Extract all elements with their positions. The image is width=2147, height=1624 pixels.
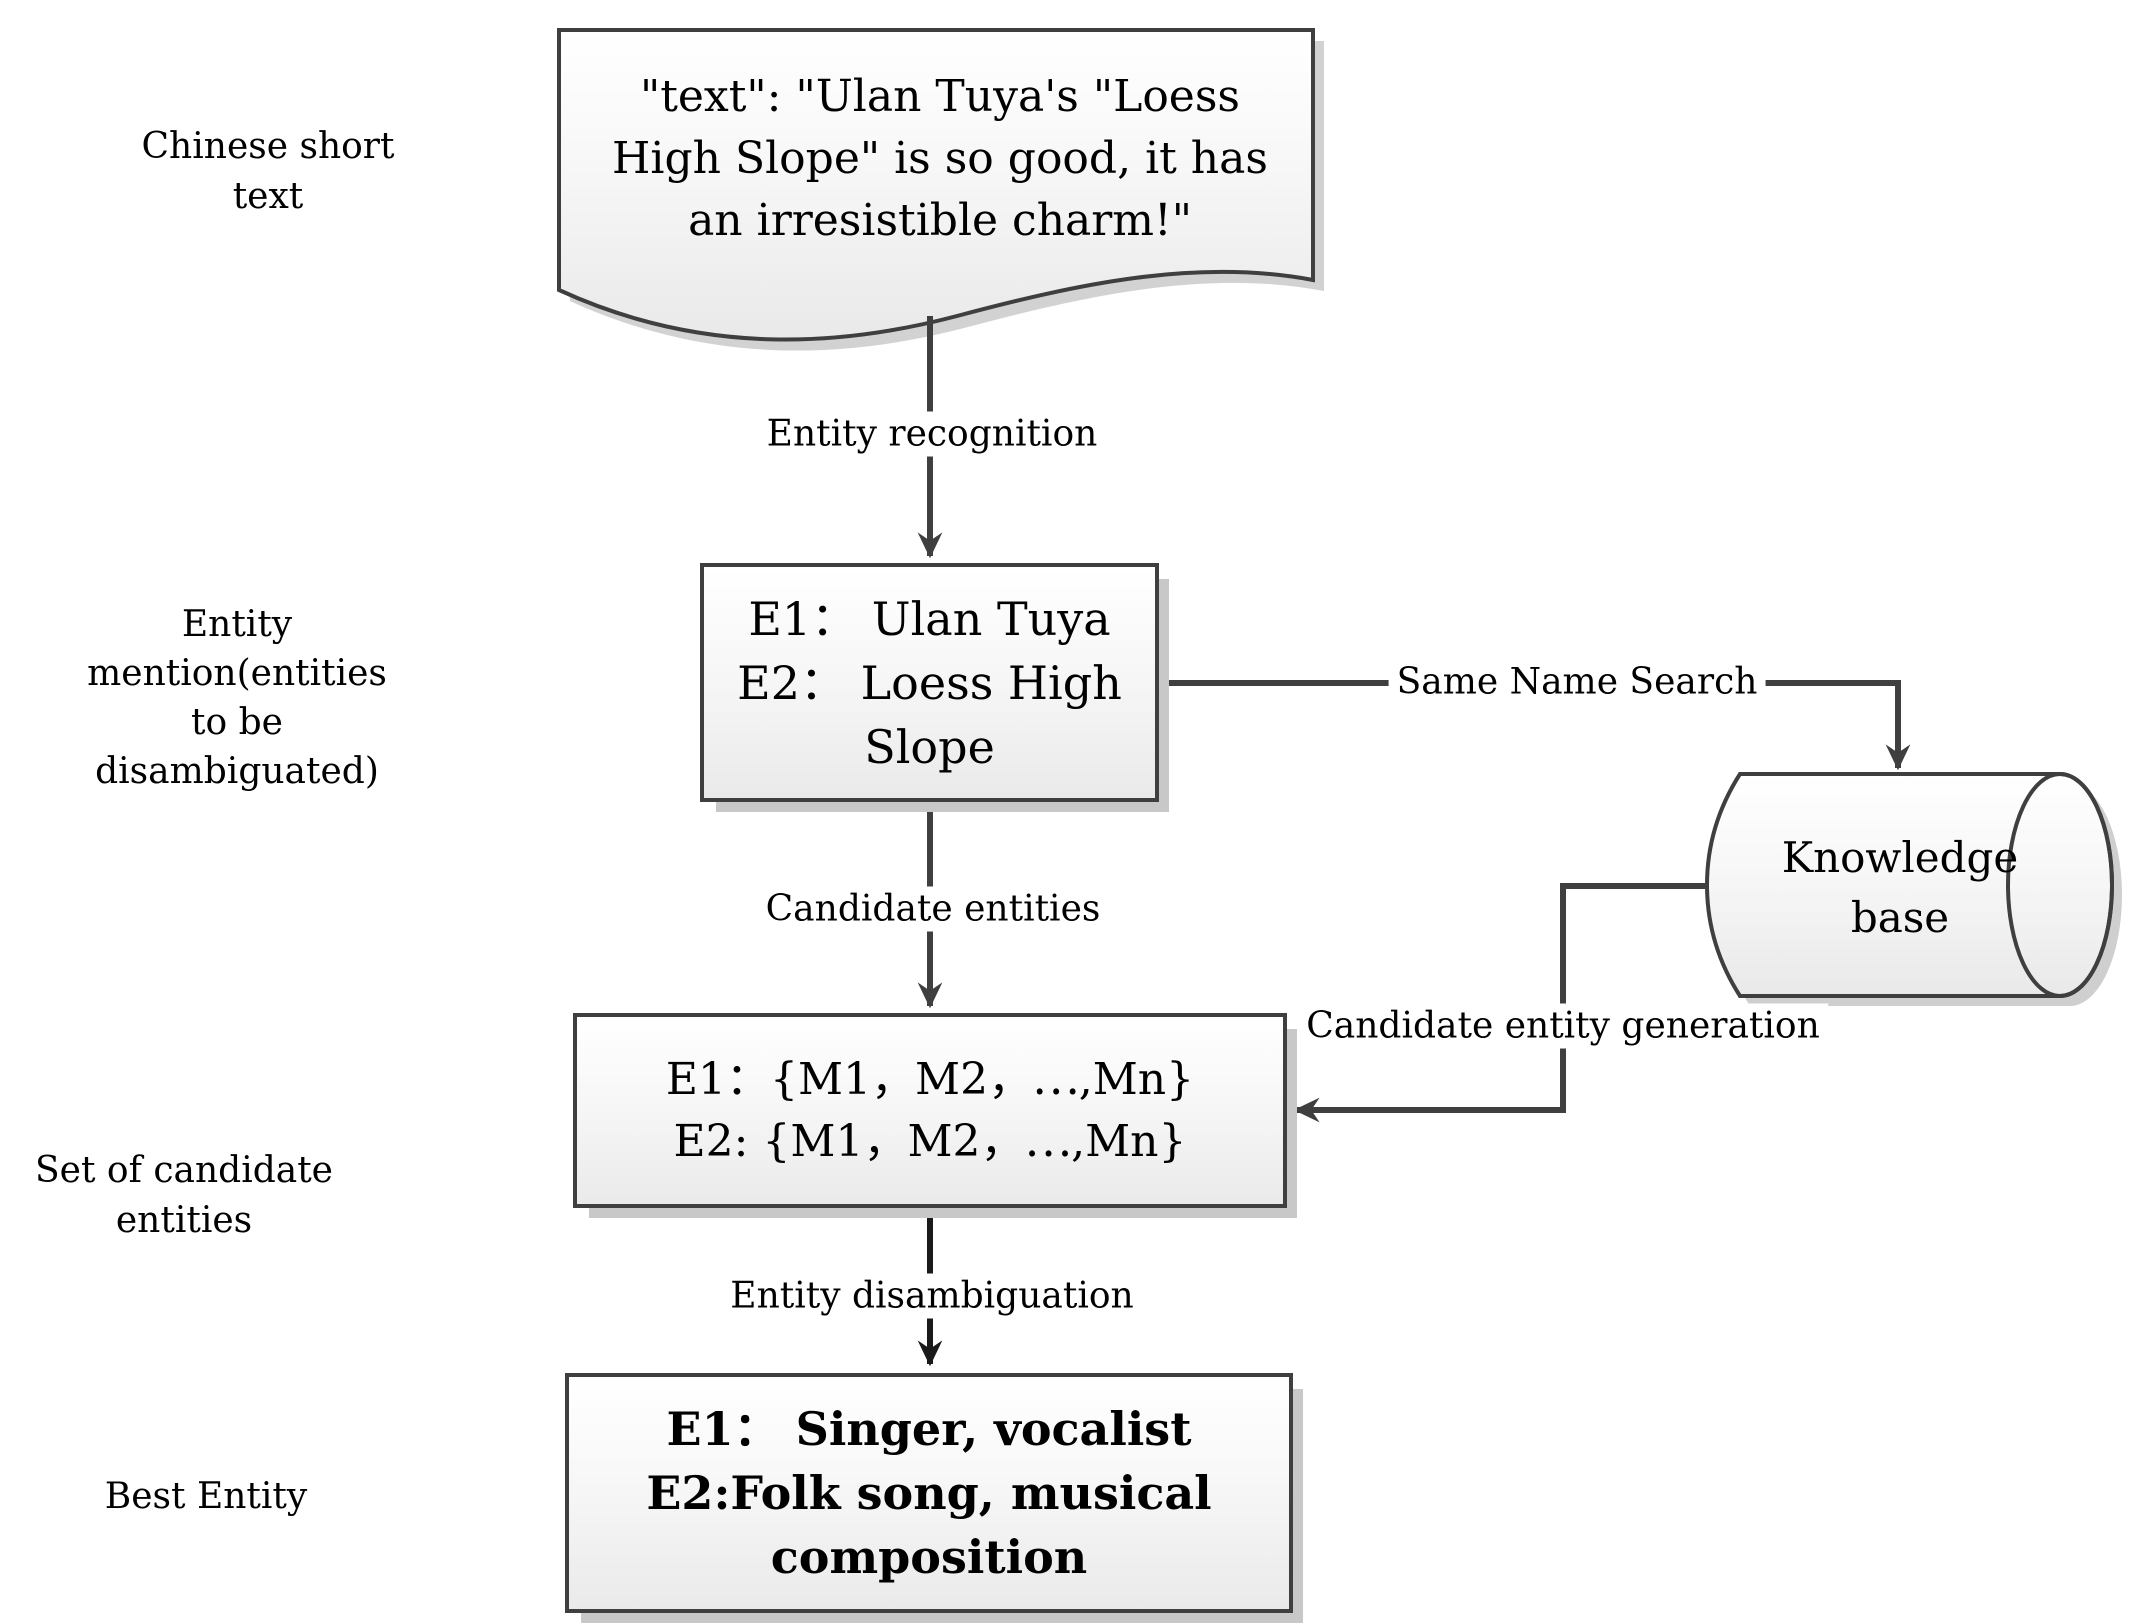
candidate-entities-box: E1：{M1，M2，⋯,Mn}E2: {M1，M2，⋯,Mn} — [573, 1013, 1287, 1208]
edge-label-entity-recognition: Entity recognition — [758, 411, 1106, 457]
knowledge-base-shape — [1704, 772, 2122, 1006]
edge-candidate-entity-generation — [1293, 883, 1705, 1123]
edge-label-candidate-entity-generation: Candidate entity generation — [1298, 1003, 1828, 1049]
document-shape — [557, 28, 1324, 351]
edge-label-same-name-search: Same Name Search — [1388, 659, 1766, 705]
edge-label-candidate-entities: Candidate entities — [757, 886, 1109, 932]
label-best-entity: Best Entity — [104, 1476, 308, 1517]
edge-label-entity-disambiguation: Entity disambiguation — [722, 1273, 1142, 1319]
